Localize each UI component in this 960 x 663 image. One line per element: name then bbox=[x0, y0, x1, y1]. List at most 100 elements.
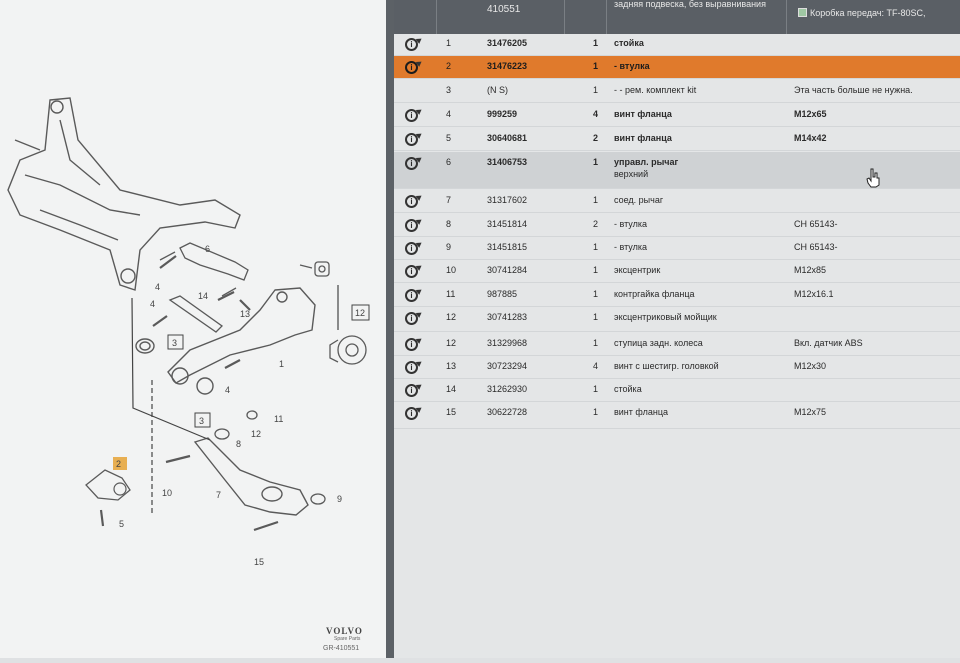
table-header: 410551 задняя подвеска, без выравнивания… bbox=[394, 0, 960, 34]
cell-description: винт фланца bbox=[614, 133, 672, 143]
info-arrow-icon[interactable]: i bbox=[405, 312, 418, 325]
filter-checkbox[interactable] bbox=[798, 8, 807, 17]
info-arrow-icon[interactable]: i bbox=[405, 38, 418, 51]
info-arrow-icon[interactable]: i bbox=[405, 384, 418, 397]
cell-part-number: 999259 bbox=[487, 109, 518, 119]
info-arrow-icon[interactable]: i bbox=[405, 61, 418, 74]
label-4b: 4 bbox=[150, 299, 155, 309]
cell-description: стойка bbox=[614, 38, 644, 48]
cell-quantity: 4 bbox=[593, 361, 599, 371]
cell-quantity: 1 bbox=[593, 38, 599, 48]
info-arrow-icon[interactable]: i bbox=[405, 219, 418, 232]
cell-description: - втулка bbox=[614, 219, 647, 229]
cell-part-number: 30622728 bbox=[487, 407, 528, 417]
label-10: 10 bbox=[162, 488, 172, 498]
cell-note: M12x85 bbox=[794, 265, 827, 275]
cell-quantity: 1 bbox=[593, 265, 599, 275]
cell-quantity: 1 bbox=[593, 157, 599, 167]
info-arrow-icon[interactable]: i bbox=[405, 133, 418, 146]
cell-description: контргайка фланца bbox=[614, 289, 695, 299]
parts-table-panel[interactable]: 410551 задняя подвеска, без выравнивания… bbox=[394, 0, 960, 658]
cell-position: 2 bbox=[446, 61, 452, 71]
cell-description: - втулка bbox=[614, 61, 650, 71]
cell-description: - втулка bbox=[614, 242, 647, 252]
cell-position: 7 bbox=[446, 195, 452, 205]
info-arrow-icon[interactable]: i bbox=[405, 407, 418, 420]
cell-part-number: 30640681 bbox=[487, 133, 528, 143]
info-arrow-icon[interactable]: i bbox=[405, 289, 418, 302]
header-filter[interactable]: Коробка передач: TF-80SC, bbox=[798, 8, 926, 18]
label-15: 15 bbox=[254, 557, 264, 567]
cell-position: 11 bbox=[446, 289, 456, 299]
cell-position: 4 bbox=[446, 109, 452, 119]
cell-description: винт фланца bbox=[614, 407, 668, 417]
header-divider bbox=[786, 0, 787, 34]
hand-cursor-icon bbox=[866, 168, 880, 188]
cell-part-number: 31476205 bbox=[487, 38, 528, 48]
cell-position: 15 bbox=[446, 407, 457, 417]
cell-note: CH 65143- bbox=[794, 242, 838, 252]
cell-description: стойка bbox=[614, 384, 642, 394]
cell-part-number: 30741283 bbox=[487, 312, 528, 322]
cell-note: Вкл. датчик ABS bbox=[794, 338, 863, 348]
seal-drawing bbox=[135, 338, 155, 354]
cell-description-line2: верхний bbox=[614, 169, 649, 179]
knuckle-drawing bbox=[167, 287, 316, 395]
info-arrow-icon[interactable]: i bbox=[405, 157, 418, 170]
info-arrow-icon[interactable]: i bbox=[405, 361, 418, 374]
cell-note: M12x75 bbox=[794, 407, 827, 417]
bracket-drawing bbox=[85, 457, 131, 501]
cell-quantity: 1 bbox=[593, 61, 599, 71]
info-arrow-icon[interactable]: i bbox=[405, 109, 418, 122]
label-12: 12 bbox=[251, 429, 261, 439]
cell-position: 8 bbox=[446, 219, 452, 229]
cell-description: эксцентрик bbox=[614, 265, 661, 275]
cell-quantity: 2 bbox=[593, 219, 599, 229]
cell-note: M12x30 bbox=[794, 361, 827, 371]
cell-part-number: 31406753 bbox=[487, 157, 528, 167]
cell-description: ступица задн. колеса bbox=[614, 338, 703, 348]
label-4a: 4 bbox=[155, 282, 160, 292]
info-arrow-icon[interactable]: i bbox=[405, 338, 418, 351]
cell-part-number: 31451815 bbox=[487, 242, 528, 252]
label-4c: 4 bbox=[225, 385, 230, 395]
hub-drawing bbox=[329, 335, 367, 365]
leader-lines bbox=[131, 285, 339, 515]
cell-description: эксцентриковый мойщик bbox=[614, 312, 717, 322]
info-arrow-icon[interactable]: i bbox=[405, 195, 418, 208]
label-3-box-upper: 3 bbox=[172, 338, 177, 348]
subframe-drawing bbox=[7, 97, 241, 291]
cell-position: 14 bbox=[446, 384, 457, 394]
cell-note: M12x16.1 bbox=[794, 289, 834, 299]
label-5: 5 bbox=[119, 519, 124, 529]
cell-part-number: 987885 bbox=[487, 289, 518, 299]
cell-position: 6 bbox=[446, 157, 452, 167]
cell-position: 13 bbox=[446, 361, 457, 371]
cell-description: - - рем. комплект kit bbox=[614, 85, 697, 95]
info-arrow-icon[interactable]: i bbox=[405, 242, 418, 255]
panel-splitter[interactable] bbox=[386, 0, 394, 658]
bushing-drawing bbox=[299, 261, 330, 277]
cell-quantity: 1 bbox=[593, 85, 599, 95]
header-divider bbox=[436, 0, 437, 34]
info-arrow-icon[interactable]: i bbox=[405, 265, 418, 278]
exploded-diagram-panel[interactable]: 6 4 14 4 13 12 3 1 4 3 11 8 12 2 10 7 9 … bbox=[0, 0, 386, 658]
cell-quantity: 2 bbox=[593, 133, 599, 143]
header-divider bbox=[564, 0, 565, 34]
